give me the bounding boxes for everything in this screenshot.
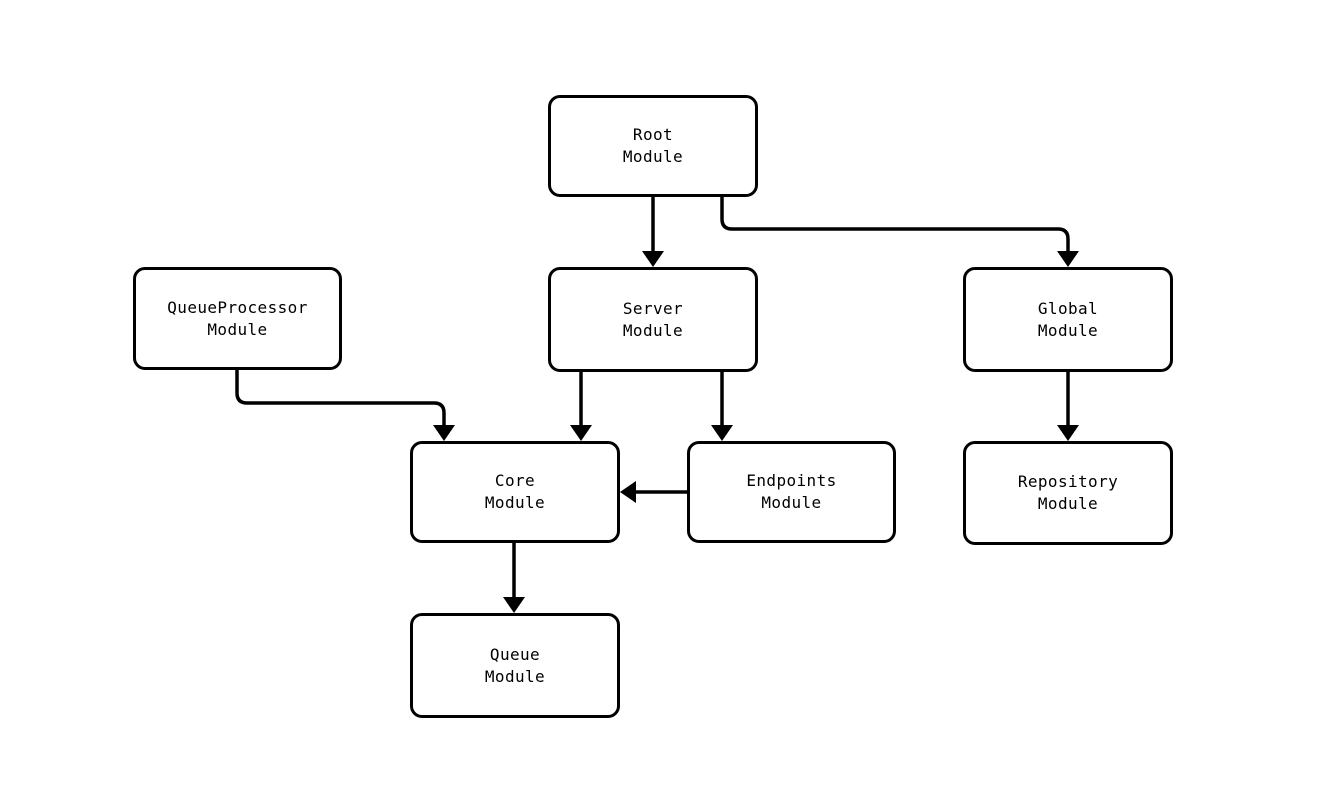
edge-server-to-core (570, 372, 592, 441)
node-label-primary: Core (494, 471, 536, 490)
node-label-primary: Queue (489, 644, 541, 664)
edge-line (235, 370, 446, 427)
node-label-secondary: Module (1037, 494, 1099, 513)
node-label-primary: QueueProcessor (167, 297, 308, 317)
node-label-secondary: Module (484, 666, 546, 686)
edge-queueprocessor-to-core (235, 370, 455, 441)
edge-global-to-repository (1057, 372, 1079, 441)
node-label-primary: Endpoints (746, 471, 837, 490)
edge-endpoints-to-core (620, 481, 687, 503)
edge-line (720, 197, 1070, 253)
edge-root-to-global (720, 197, 1079, 267)
edge-server-to-endpoints (711, 372, 733, 441)
node-label-primary: Repository (1017, 472, 1119, 491)
arrowhead-icon (711, 425, 733, 441)
arrowhead-icon (503, 597, 525, 613)
arrowhead-icon (642, 251, 664, 267)
node-label-secondary: Module (207, 319, 268, 339)
node-label-secondary: Module (622, 147, 684, 166)
arrowhead-icon (1057, 251, 1079, 267)
node-label-secondary: Module (761, 493, 822, 512)
node-label-secondary: Module (622, 320, 684, 340)
arrowhead-icon (433, 425, 455, 441)
node-label-primary: Root (632, 125, 674, 144)
arrowhead-icon (570, 425, 592, 441)
arrowhead-icon (1057, 425, 1079, 441)
arrowhead-icon (620, 481, 636, 503)
node-label-primary: Server (622, 298, 684, 318)
node-label-secondary: Module (484, 493, 546, 512)
node-label-primary: Global (1037, 298, 1099, 318)
edge-root-to-server (642, 197, 664, 267)
node-label-secondary: Module (1037, 320, 1099, 340)
edge-core-to-queue (503, 543, 525, 613)
